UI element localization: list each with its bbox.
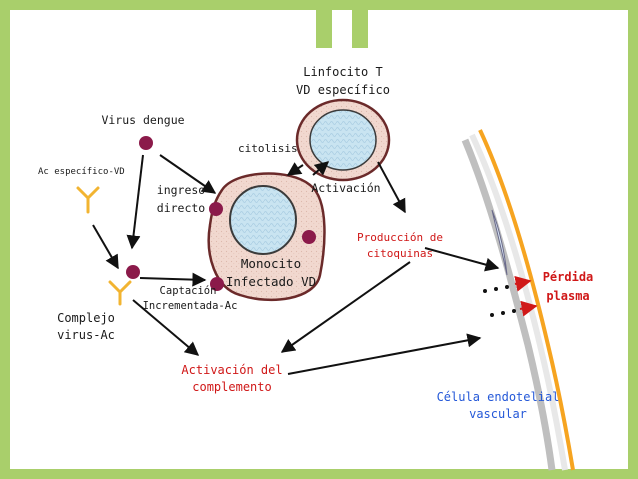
virus-icon-monocyte-3 xyxy=(210,277,224,291)
label-complement-line2: complemento xyxy=(192,380,271,394)
antibody-icon-free xyxy=(76,186,100,214)
virus-icon-free xyxy=(139,136,153,150)
label-antibody: Ac específico-VD xyxy=(38,167,125,177)
frame-tab-right xyxy=(352,0,368,48)
label-cytokines-line2: citoquinas xyxy=(367,247,433,260)
label-entry-line1: ingreso xyxy=(157,183,206,197)
arrow-direct-entry xyxy=(159,154,217,194)
label-capture-line2: Incrementada-Ac xyxy=(143,300,238,312)
label-activation: Activación xyxy=(311,181,380,195)
label-cytokines-line1: Producción de xyxy=(357,231,443,244)
virus-particles xyxy=(126,136,316,291)
label-lymphocyte-line2: VD específico xyxy=(296,83,390,97)
virus-icon-monocyte-1 xyxy=(209,202,223,216)
arrow-cytokine-production xyxy=(377,161,406,214)
antibody-icon-complex xyxy=(108,280,132,306)
label-complex-line2: virus-Ac xyxy=(57,328,115,342)
frame-tab-left xyxy=(316,0,332,48)
label-complement-line1: Activación del xyxy=(181,363,282,377)
lymphocyte-t-cell xyxy=(295,98,391,182)
antibody-icons xyxy=(76,186,132,306)
label-monocyte-line1: Monocito xyxy=(241,256,301,271)
arrow-complement-to-vessel xyxy=(287,333,482,375)
label-lymphocyte-line1: Linfocito T xyxy=(303,65,382,79)
label-cytolysis: citolisis xyxy=(238,142,298,155)
virus-icon-complex xyxy=(126,265,140,279)
label-endothelial-line2: vascular xyxy=(469,407,527,421)
label-entry-line2: directo xyxy=(157,201,206,215)
label-capture-line1: Captación xyxy=(160,285,217,297)
plasma-leakage xyxy=(483,275,538,317)
label-endothelial-line1: Célula endotelial xyxy=(437,390,560,404)
arrow-cytolysis xyxy=(286,162,304,176)
virus-icon-monocyte-2 xyxy=(302,230,316,244)
label-plasma-loss-line1: Pérdida xyxy=(543,270,594,284)
arrow-capture xyxy=(139,272,207,287)
arrow-cytokines-to-complement xyxy=(280,261,411,353)
label-virus: Virus dengue xyxy=(101,113,184,127)
label-monocyte-line2: Infectado VD xyxy=(226,274,316,289)
arrow-cytokines-to-vessel xyxy=(424,247,500,272)
label-complex-line1: Complejo xyxy=(57,311,115,325)
label-plasma-loss-line2: plasma xyxy=(546,289,589,303)
arrow-antibody-to-complex xyxy=(92,224,119,270)
pathway-arrows xyxy=(92,154,500,375)
arrow-virus-to-complex xyxy=(126,154,144,250)
infected-monocyte xyxy=(207,172,326,301)
arrow-activation xyxy=(312,161,330,176)
vessel-wall xyxy=(461,129,575,471)
arrow-complex-to-complement xyxy=(132,299,200,356)
